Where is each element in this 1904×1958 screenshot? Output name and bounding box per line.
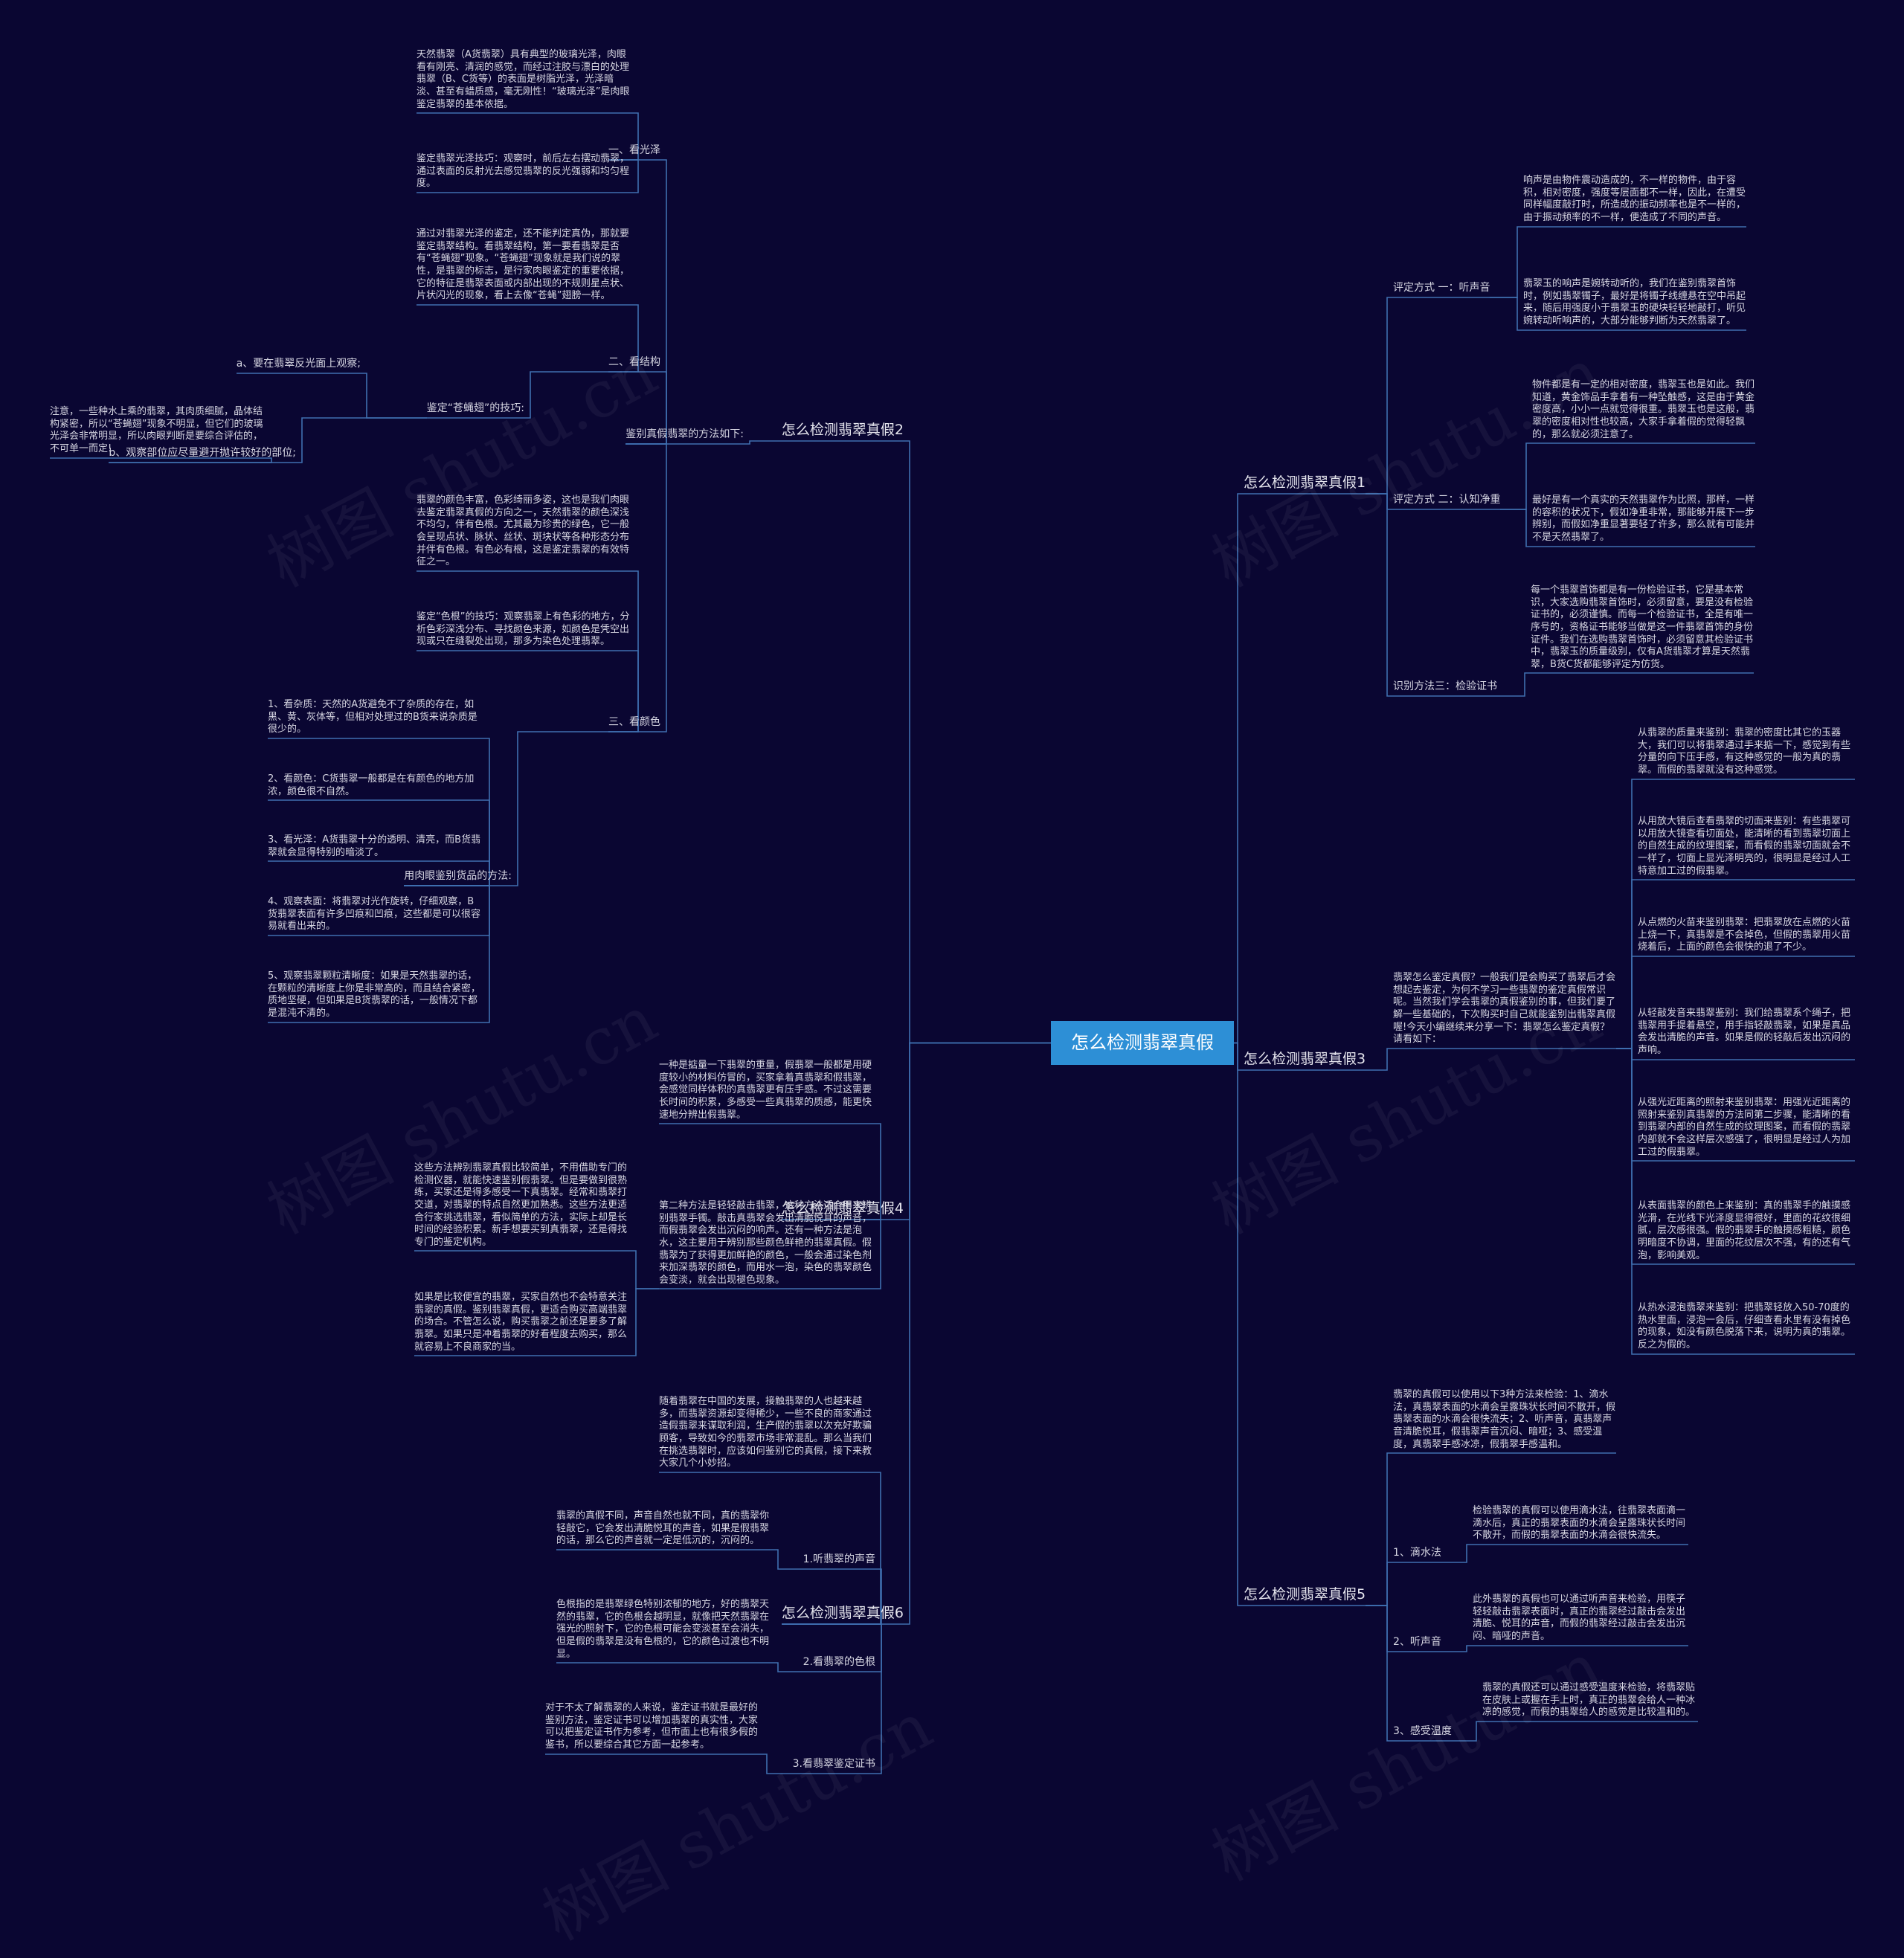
leaf-note: 物件都是有一定的相对密度，翡翠玉也是如此。我们知道，黄金饰品手拿着有一种坠触感，… (1532, 379, 1755, 440)
leaf-note: 5、观察翡翠颗粒清晰度：如果是天然翡翠的话，在颗粒的清晰度上你是非常高的，而且结… (268, 970, 481, 1019)
leaf-note: 鉴定“色根”的技巧：观察翡翠上有色彩的地方，分析色彩深浅分布、寻找颜色来源，如颜… (416, 611, 630, 648)
leaf-note: 此外翡翠的真假也可以通过听声音来检验，用筷子轻轻敲击翡翠表面时，真正的翡翠经过敲… (1473, 1594, 1686, 1642)
subtopic: 鉴定“苍蝇翅”的技巧: (426, 402, 524, 414)
leaf-note: 随着翡翠在中国的发展，接触翡翠的人也越来越多，而翡翠资源却变得稀少，一些不良的商… (659, 1396, 872, 1469)
leaf-note: 从热水浸泡翡翠来鉴别：把翡翠轻放入50-70度的热水里面，浸泡一会后，仔细查看水… (1638, 1302, 1851, 1350)
leaf-note: 天然翡翠（A货翡翠）具有典型的玻璃光泽，肉眼看有刚亮、清润的感觉，而经过注胶与漂… (416, 49, 630, 110)
leaf-note: 鉴定翡翠光泽技巧：观察时，前后左右摆动翡翠，通过表面的反射光去感觉翡翠的反光强弱… (416, 153, 630, 190)
subtopic: 1.听翡翠的声音 (803, 1553, 875, 1565)
leaf-note: 从翡翠的质量来鉴别：翡翠的密度比其它的玉器大，我们可以将翡翠通过手来掂一下，感觉… (1638, 727, 1851, 776)
leaf-note: 通过对翡翠光泽的鉴定，还不能判定真伪，那就要鉴定翡翠结构。看翡翠结构，第一要看翡… (416, 228, 630, 302)
leaf-note: 注意，一些种水上乘的翡翠，其肉质细腻，晶体结构紧密，所以“苍蝇翅”现象不明显，但… (50, 406, 263, 454)
branch-topic: 怎么检测翡翠真假5 (1244, 1586, 1366, 1603)
leaf-note: 这些方法辨别翡翠真假比较简单，不用借助专门的检测仪器，就能快速鉴别假翡翠。但是要… (414, 1162, 628, 1248)
subtopic: 评定方式 一：听声音 (1393, 282, 1490, 294)
subtopic: 3、感受温度 (1393, 1725, 1452, 1737)
leaf-note: 翡翠的颜色丰富，色彩绮丽多姿，这也是我们肉眼去鉴定翡翠真假的方向之一，天然翡翠的… (416, 495, 630, 568)
leaf-note: 翡翠的真假还可以通过感受温度来检验，将翡翠贴在皮肤上或握在手上时，真正的翡翠会给… (1482, 1682, 1696, 1719)
subtopic: 2.看翡翠的色根 (803, 1656, 875, 1668)
branch-topic: 怎么检测翡翠真假3 (1244, 1051, 1366, 1067)
leaf-note: 翡翠怎么鉴定真假？一般我们是会购买了翡翠后才会想起去鉴定，为何不学习一些翡翠的鉴… (1393, 972, 1616, 1046)
branch-topic: 怎么检测翡翠真假4 (781, 1200, 904, 1217)
subtopic: 用肉眼鉴别货品的方法: (404, 870, 512, 882)
subtopic: 评定方式 二：认知净重 (1393, 494, 1501, 506)
subtopic: 3.看翡翠鉴定证书 (792, 1758, 875, 1770)
leaf-note: 翡翠玉的响声是婉转动听的，我们在鉴别翡翠首饰时，例如翡翠镯子，最好是将镯子线缠悬… (1523, 278, 1746, 326)
leaf-note: 对于不太了解翡翠的人来说，鉴定证书就是最好的鉴别方法，鉴定证书可以增加翡翠的真实… (545, 1702, 759, 1751)
leaf-note: 从用放大镜后查看翡翠的切面来鉴别：有些翡翠可以用放大镜查看切面处，能清晰的看到翡… (1638, 816, 1851, 877)
subtopic: 1、滴水法 (1393, 1547, 1441, 1559)
leaf-note: 翡翠的真假可以使用以下3种方法来检验：1、滴水法，真翡翠表面的水滴会呈露珠状长时… (1393, 1389, 1616, 1450)
leaf-note: 1、看杂质：天然的A货避免不了杂质的存在，如黑、黄、灰体等，但相对处理过的B货来… (268, 699, 477, 735)
subtopic: 三、看颜色 (608, 716, 660, 728)
leaf-note: 最好是有一个真实的天然翡翠作为比照，那样，一样的容积的状况下，假如净重非常，那能… (1532, 495, 1755, 543)
leaf-note: 从强光近距离的照射来鉴别翡翠：用强光近距离的照射来鉴别真翡翠的方法同第二步骤，能… (1638, 1097, 1851, 1158)
branch-topic: 怎么检测翡翠真假6 (781, 1605, 904, 1621)
branch-topic: 怎么检测翡翠真假2 (781, 422, 904, 438)
leaf-note: 一种是掂量一下翡翠的重量，假翡翠一般都是用硬度较小的材料仿冒的，买家拿着真翡翠和… (659, 1060, 872, 1121)
subtopic: 一、看光泽 (608, 144, 660, 156)
leaf-note: 3、看光泽：A货翡翠十分的透明、清亮，而B货翡翠就会显得特别的暗淡了。 (268, 834, 481, 858)
leaf-note: 4、观察表面：将翡翠对光作旋转，仔细观察，B货翡翠表面有许多凹痕和凹痕，这些都是… (268, 896, 481, 933)
leaf-note: 如果是比较便宜的翡翠，买家自然也不会特意关注翡翠的真假。鉴别翡翠真假，更适合购买… (414, 1292, 628, 1353)
leaf-note: 检验翡翠的真假可以使用滴水法，往翡翠表面滴一滴水后，真正的翡翠表面的水滴会呈露珠… (1473, 1505, 1686, 1542)
leaf-note: 从轻敲发音来翡翠鉴别：我们给翡翠系个绳子，把翡翠用手提着悬空，用手指轻敲翡翠，如… (1638, 1008, 1851, 1056)
leaf-note: 2、看颜色：C货翡翠一般都是在有颜色的地方加浓，颜色很不自然。 (268, 773, 475, 797)
root-topic[interactable]: 怎么检测翡翠真假 (1051, 1021, 1234, 1065)
leaf-note: 从点燃的火苗来鉴别翡翠：把翡翠放在点燃的火苗上烧一下，真翡翠是不会掉色，但假的翡… (1638, 917, 1851, 953)
leaf-note: 翡翠的真假不同，声音自然也就不同，真的翡翠你轻敲它，它会发出清脆悦耳的声音，如果… (556, 1510, 770, 1547)
subtopic: a、要在翡翠反光面上观察; (236, 358, 361, 370)
leaf-note: 每一个翡翠首饰都是有一份检验证书，它是基本常识，大家选购翡翠首饰时，必须留意，要… (1531, 584, 1754, 670)
leaf-note: 响声是由物件震动造成的，不一样的物件，由于容积，相对密度，强度等层面都不一样，因… (1523, 175, 1746, 223)
subtopic: 二、看结构 (608, 356, 660, 368)
subtopic: b、观察部位应尽量避开抛许较好的部位; (109, 447, 296, 459)
leaf-note: 从表面翡翠的颜色上来鉴别：真的翡翠手的触摸感光滑，在光线下光泽度显得很好，里面的… (1638, 1200, 1851, 1261)
subtopic: 鉴别真假翡翠的方法如下: (625, 428, 744, 440)
connector-lines (50, 112, 1855, 1774)
leaf-note: 第二种方法是轻轻敲击翡翠，这种方法适合用来辨别翡翠手镯。敲击真翡翠会发出清脆悦耳… (659, 1200, 872, 1286)
subtopic: 识别方法三：检验证书 (1393, 680, 1497, 692)
branch-topic: 怎么检测翡翠真假1 (1244, 474, 1366, 491)
subtopic: 2、听声音 (1393, 1636, 1441, 1648)
leaf-note: 色根指的是翡翠绿色特别浓郁的地方，好的翡翠天然的翡翠，它的色根会越明显，就像把天… (556, 1599, 770, 1660)
